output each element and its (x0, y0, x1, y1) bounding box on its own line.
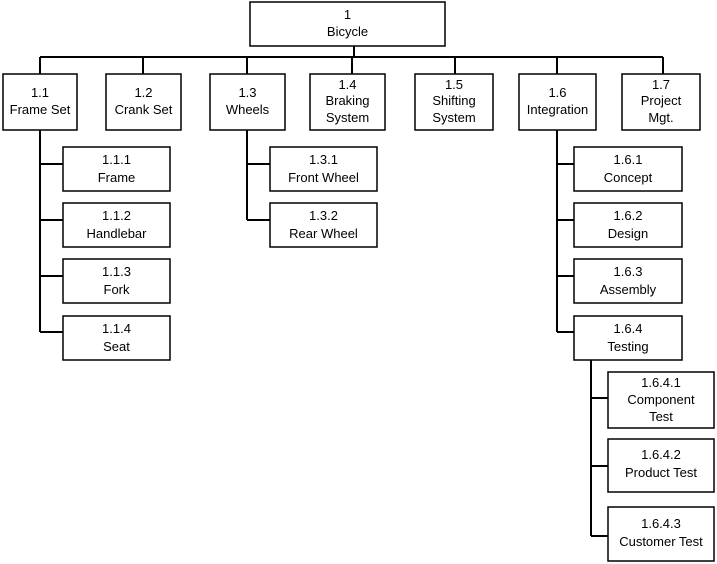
node-handlebar: 1.1.2 Handlebar (62, 202, 171, 248)
node-code: 1.3 (238, 85, 256, 100)
node-label-line2: Mgt. (648, 110, 673, 125)
node-code: 1.6.4.3 (641, 516, 681, 531)
node-label: Frame Set (10, 102, 71, 117)
node-project-mgt: 1.7 Project Mgt. (621, 73, 701, 131)
connector-lines (39, 46, 664, 537)
node-label: Seat (103, 339, 130, 354)
node-seat: 1.1.4 Seat (62, 315, 171, 361)
node-label: Front Wheel (288, 170, 359, 185)
node-code: 1.1.4 (102, 321, 131, 336)
node-label: Bicycle (327, 24, 368, 39)
node-code: 1.4 (338, 77, 356, 92)
node-label: Handlebar (87, 226, 148, 241)
node-code: 1.5 (445, 77, 463, 92)
node-testing: 1.6.4 Testing (573, 315, 683, 361)
node-shifting-system: 1.5 Shifting System (414, 73, 494, 131)
node-code: 1.1 (31, 85, 49, 100)
node-wheels: 1.3 Wheels (209, 73, 286, 131)
node-code: 1.1.2 (102, 208, 131, 223)
node-label: Project (641, 93, 682, 108)
node-label: Braking (325, 93, 369, 108)
node-code: 1.6.4.2 (641, 447, 681, 462)
node-code: 1.2 (134, 85, 152, 100)
node-code: 1 (344, 7, 351, 22)
node-code: 1.6.2 (614, 208, 643, 223)
node-label: Rear Wheel (289, 226, 358, 241)
node-code: 1.6 (548, 85, 566, 100)
node-component-test: 1.6.4.1 Component Test (607, 371, 715, 429)
node-crank-set: 1.2 Crank Set (105, 73, 182, 131)
node-customer-test: 1.6.4.3 Customer Test (607, 506, 715, 562)
node-code: 1.3.2 (309, 208, 338, 223)
node-code: 1.6.4.1 (641, 375, 681, 390)
node-frame: 1.1.1 Frame (62, 146, 171, 192)
node-design: 1.6.2 Design (573, 202, 683, 248)
node-label: Component (627, 392, 695, 407)
node-label: Concept (604, 170, 653, 185)
node-concept: 1.6.1 Concept (573, 146, 683, 192)
node-code: 1.6.1 (614, 152, 643, 167)
node-code: 1.6.4 (614, 321, 643, 336)
node-label: Testing (607, 339, 648, 354)
node-label: Wheels (226, 102, 270, 117)
node-code: 1.6.3 (614, 264, 643, 279)
node-code: 1.7 (652, 77, 670, 92)
node-label: Integration (527, 102, 588, 117)
node-integration: 1.6 Integration (518, 73, 597, 131)
node-root-bicycle: 1 Bicycle (249, 1, 446, 47)
node-rear-wheel: 1.3.2 Rear Wheel (269, 202, 378, 248)
node-label-line2: Test (649, 409, 673, 424)
node-label: Assembly (600, 282, 657, 297)
node-label: Fork (104, 282, 131, 297)
node-label: Customer Test (619, 534, 703, 549)
node-code: 1.1.3 (102, 264, 131, 279)
node-front-wheel: 1.3.1 Front Wheel (269, 146, 378, 192)
node-frame-set: 1.1 Frame Set (2, 73, 78, 131)
node-label: Product Test (625, 465, 697, 480)
node-assembly: 1.6.3 Assembly (573, 258, 683, 304)
node-braking-system: 1.4 Braking System (309, 73, 386, 131)
node-fork: 1.1.3 Fork (62, 258, 171, 304)
node-product-test: 1.6.4.2 Product Test (607, 438, 715, 493)
node-code: 1.1.1 (102, 152, 131, 167)
node-label: Design (608, 226, 648, 241)
node-label: Shifting (432, 93, 475, 108)
node-code: 1.3.1 (309, 152, 338, 167)
node-label-line2: System (326, 110, 369, 125)
node-label-line2: System (432, 110, 475, 125)
node-label: Crank Set (115, 102, 173, 117)
node-label: Frame (98, 170, 136, 185)
